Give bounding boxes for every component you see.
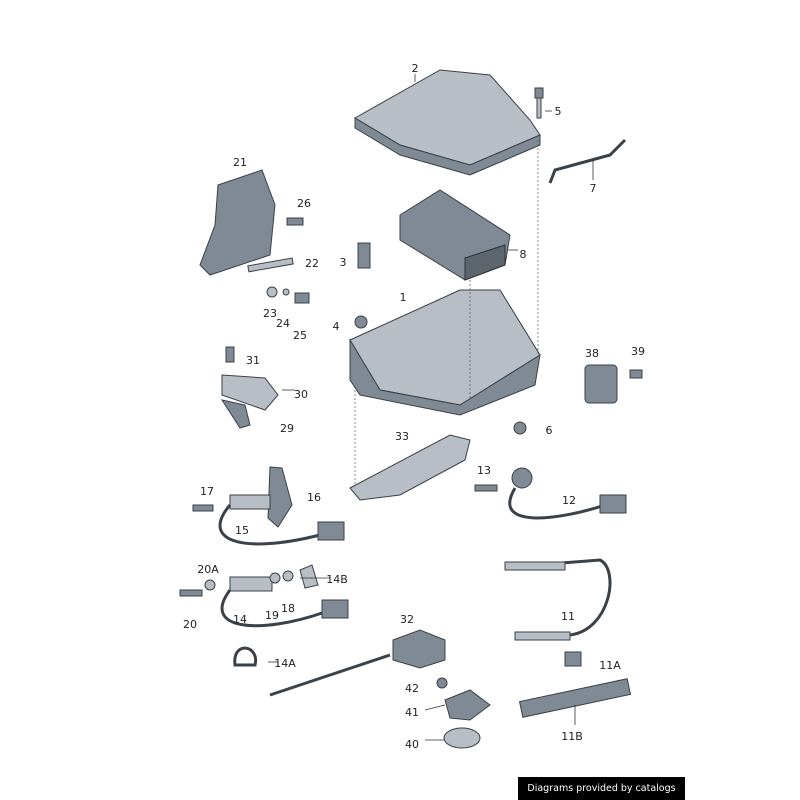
label-41: 41 [405,706,419,719]
part-38-sensor[interactable] [584,364,618,404]
part-17-bolt[interactable] [192,504,214,512]
label-11B: 11B [561,730,583,743]
label-1: 1 [400,291,407,304]
part-24-clip[interactable] [282,288,290,296]
part-20-bolt[interactable] [179,589,203,597]
part-23-washer[interactable] [266,286,278,298]
label-42: 42 [405,682,419,695]
part-25-bolt[interactable] [294,292,310,304]
part-31-bolt[interactable] [225,346,235,363]
part-5-bolt[interactable] [534,87,544,119]
label-29: 29 [280,422,294,435]
label-8: 8 [520,248,527,261]
part-12-knock-sensor[interactable] [508,467,627,520]
part-11B-sleeve[interactable] [518,678,632,718]
part-40-gasket[interactable] [443,727,481,749]
label-21: 21 [233,156,247,169]
part-29-bracket[interactable] [220,399,251,429]
label-20: 20 [183,618,197,631]
label-31: 31 [246,354,260,367]
part-14-sensor[interactable] [220,576,349,628]
label-30: 30 [294,388,308,401]
label-15: 15 [235,524,249,537]
label-5: 5 [555,105,562,118]
part-39-bolt[interactable] [629,369,643,379]
label-3: 3 [340,256,347,269]
label-22: 22 [305,257,319,270]
part-7-bracket[interactable] [548,138,627,184]
label-14A: 14A [274,657,296,670]
label-25: 25 [293,329,307,342]
part-3-clip[interactable] [357,242,371,269]
part-42-nut[interactable] [436,677,448,689]
label-17: 17 [200,485,214,498]
label-19: 19 [265,609,279,622]
label-23: 23 [263,307,277,320]
part-2-cover[interactable] [354,69,541,176]
label-33: 33 [395,430,409,443]
label-38: 38 [585,347,599,360]
part-30-bracket[interactable] [221,374,279,411]
part-8-control-unit[interactable] [399,189,511,281]
part-21-bracket[interactable] [199,169,276,276]
part-33-gasket[interactable] [349,434,471,501]
part-18-ring[interactable] [282,570,294,582]
part-32-temperature-sensor[interactable] [269,629,446,697]
label-11A: 11A [599,659,621,672]
credit-banner: Diagrams provided by catalogs parts [518,777,685,800]
label-4: 4 [333,320,340,333]
label-12: 12 [562,494,576,507]
label-24: 24 [276,317,290,330]
label-32: 32 [400,613,414,626]
label-20A: 20A [197,563,219,576]
part-41-sensor[interactable] [444,689,491,721]
label-6: 6 [546,424,553,437]
part-4-nut[interactable] [354,315,368,329]
part-14B-gasket[interactable] [299,564,319,589]
part-11A-clip[interactable] [564,651,582,667]
label-14: 14 [233,613,247,626]
label-40: 40 [405,738,419,751]
part-6-grommet[interactable] [513,421,527,435]
label-2: 2 [412,62,419,75]
part-19-washer[interactable] [269,572,281,584]
label-16: 16 [307,491,321,504]
label-39: 39 [631,345,645,358]
label-14B: 14B [326,573,348,586]
part-20A-washer[interactable] [204,579,216,591]
part-11-oxygen-sensor[interactable] [504,558,612,641]
leader-lines [268,74,594,741]
part-1-housing[interactable] [349,289,541,416]
label-13: 13 [477,464,491,477]
part-16-bracket[interactable] [267,466,293,528]
part-26-bolt[interactable] [286,217,304,226]
part-15-sensor[interactable] [218,494,345,546]
label-26: 26 [297,197,311,210]
label-7: 7 [590,182,597,195]
part-13-bolt[interactable] [474,484,498,492]
label-11: 11 [561,610,575,623]
part-14A-clamp[interactable] [233,646,258,667]
label-18: 18 [281,602,295,615]
part-22-plate[interactable] [247,257,294,273]
